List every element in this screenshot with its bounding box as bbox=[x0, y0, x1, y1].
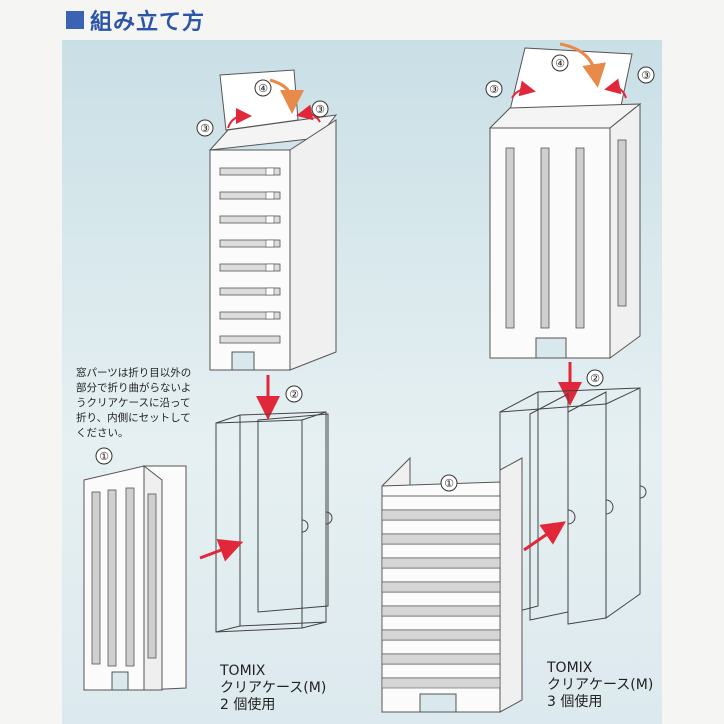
note-line: 窓パーツは折り目以外の bbox=[76, 367, 192, 379]
step-label: ④ bbox=[258, 82, 268, 95]
right-box-top: ④ ③ ③ bbox=[485, 42, 655, 359]
fold-arrow-3b bbox=[296, 104, 321, 123]
caption-line: TOMIX bbox=[547, 660, 593, 676]
insert-arrow-left bbox=[199, 538, 244, 562]
caption-line: TOMIX bbox=[220, 663, 266, 679]
caption-line: 2 個使用 bbox=[220, 697, 276, 713]
step-label: ③ bbox=[641, 69, 651, 82]
fold-arrow-4 bbox=[269, 78, 304, 114]
square-bullet-icon bbox=[66, 11, 84, 29]
fold-arrow-4 bbox=[559, 42, 607, 88]
right-case-caption: TOMIX クリアケース(M) 3 個使用 bbox=[547, 660, 653, 711]
fold-arrow-3a bbox=[227, 108, 252, 129]
caption-line: クリアケース(M) bbox=[220, 680, 327, 696]
step-label: ① bbox=[99, 450, 109, 463]
step-label: ③ bbox=[200, 122, 210, 135]
left-case-caption: TOMIX クリアケース(M) 2 個使用 bbox=[220, 663, 326, 714]
note-line: 部分で折り曲がらないよ bbox=[76, 382, 192, 394]
insert-arrow-right bbox=[523, 521, 566, 552]
step-label: ④ bbox=[555, 57, 565, 70]
note-line: うクリアケースに沿って bbox=[76, 397, 191, 409]
fold-arrow-3a bbox=[511, 80, 536, 99]
assembly-note: 窓パーツは折り目以外の 部分で折り曲がらないよ うクリアケースに沿って 折り、内… bbox=[76, 366, 266, 441]
step-label: ② bbox=[590, 372, 600, 385]
fold-arrow-3b bbox=[604, 78, 627, 99]
step-label: ① bbox=[444, 477, 454, 490]
section-title: 組み立て方 bbox=[90, 10, 206, 35]
left-box-top: ④ ③ ③ bbox=[196, 69, 338, 371]
note-line: 折り、内側にセットして bbox=[76, 412, 191, 424]
note-line: ください。 bbox=[76, 427, 129, 439]
step-label: ② bbox=[289, 388, 299, 401]
step-label: ③ bbox=[315, 103, 325, 116]
clear-cases-left bbox=[215, 411, 333, 633]
caption-line: クリアケース(M) bbox=[547, 677, 654, 693]
step-label: ③ bbox=[489, 83, 499, 96]
section-heading: 組み立て方 bbox=[66, 2, 205, 38]
right-stacked-panel: ① bbox=[381, 456, 523, 713]
caption-line: 3 個使用 bbox=[547, 694, 603, 710]
left-window-panel: ① bbox=[83, 447, 187, 691]
